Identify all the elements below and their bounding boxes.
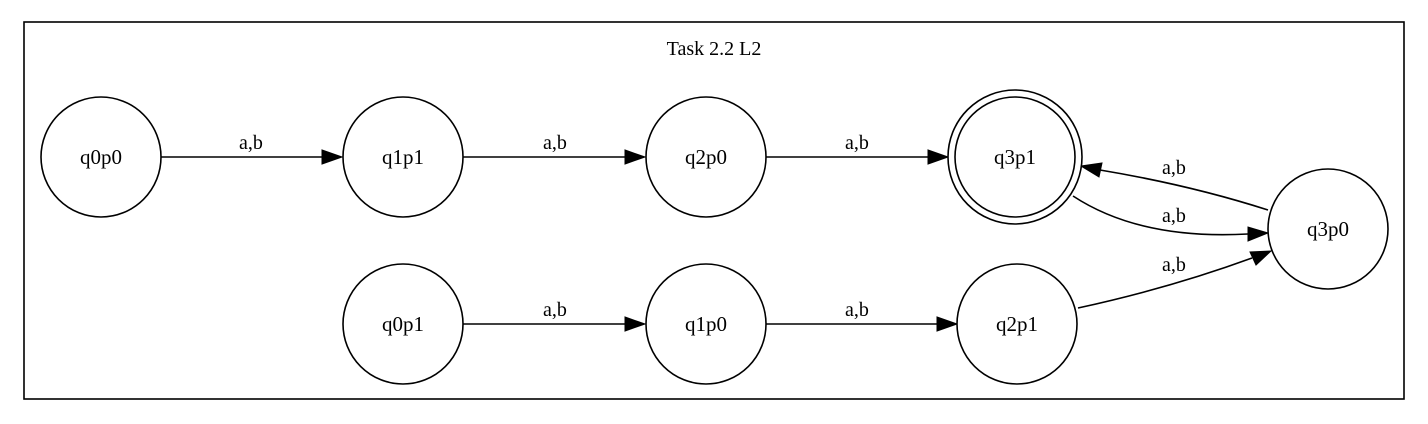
state-q3p0: q3p0 <box>1267 168 1389 290</box>
arrowhead <box>321 149 344 165</box>
state-label: q2p1 <box>996 312 1038 336</box>
edge-label: a,b <box>1162 157 1186 179</box>
arrowhead <box>1249 250 1273 266</box>
state-q2p1: q2p1 <box>956 263 1078 385</box>
state-q3p1-accepting: q3p1 <box>947 89 1083 225</box>
state-q0p1: q0p1 <box>342 263 464 385</box>
edge-line <box>1077 257 1253 309</box>
edge-q3p1-q3p0: a,b <box>1072 195 1270 242</box>
diagram-title: Task 2.2 L2 <box>667 38 762 60</box>
state-q0p0: q0p0 <box>40 96 162 218</box>
edge-label: a,b <box>543 299 567 321</box>
edge-line <box>1099 169 1269 211</box>
state-label: q3p1 <box>994 145 1036 169</box>
arrowhead <box>936 316 959 332</box>
arrowhead <box>624 149 647 165</box>
state-label: q0p1 <box>382 312 424 336</box>
state-label: q2p0 <box>685 145 727 169</box>
state-label: q1p1 <box>382 145 424 169</box>
edge-q0p0-q1p1: a,b <box>161 132 344 165</box>
state-label: q0p0 <box>80 145 122 169</box>
edge-q2p0-q3p1: a,b <box>766 132 950 165</box>
edge-label: a,b <box>1162 205 1186 227</box>
edge-label: a,b <box>845 299 869 321</box>
state-label: q3p0 <box>1307 217 1349 241</box>
edge-label: a,b <box>239 132 263 154</box>
edge-q0p1-q1p0: a,b <box>463 299 647 332</box>
edge-label: a,b <box>845 132 869 154</box>
edge-line <box>1072 195 1249 236</box>
state-q1p1: q1p1 <box>342 96 464 218</box>
arrowhead <box>1079 162 1103 178</box>
state-q1p0: q1p0 <box>645 263 767 385</box>
edge-q2p1-q3p0: a,b <box>1077 250 1273 309</box>
edge-label: a,b <box>543 132 567 154</box>
arrowhead <box>1247 226 1270 242</box>
edge-label: a,b <box>1162 254 1186 276</box>
state-label: q1p0 <box>685 312 727 336</box>
state-q2p0: q2p0 <box>645 96 767 218</box>
edge-q3p0-q3p1: a,b <box>1079 157 1269 211</box>
arrowhead <box>927 149 950 165</box>
edge-q1p1-q2p0: a,b <box>463 132 647 165</box>
arrowhead <box>624 316 647 332</box>
edge-q1p0-q2p1: a,b <box>766 299 959 332</box>
